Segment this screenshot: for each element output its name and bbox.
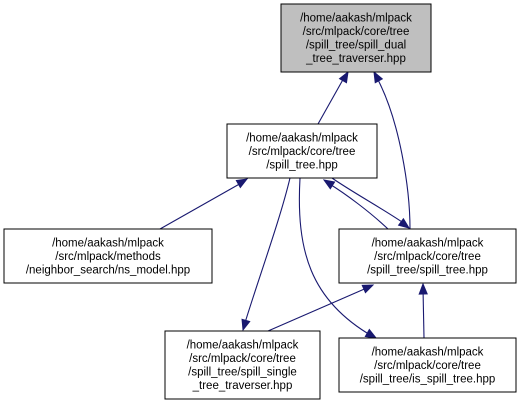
node-label-line: _tree_traverser.hpp: [192, 380, 293, 392]
node-spill_tree_spill_tree[interactable]: /home/aakash/mlpack/src/mlpack/core/tree…: [338, 228, 517, 284]
node-label-line: /src/mlpack/core/tree: [189, 353, 296, 365]
node-label-line: /src/mlpack/core/tree: [303, 26, 410, 38]
edge-line: [375, 75, 411, 230]
node-box: [338, 337, 517, 393]
edge-line: [298, 177, 373, 337]
arrowhead-icon: [397, 217, 411, 229]
edge-line: [331, 177, 406, 225]
node-box: [3, 228, 213, 284]
node-spill_tree_hpp[interactable]: /home/aakash/mlpack/src/mlpack/core/tree…: [226, 123, 378, 179]
arrowhead-icon: [373, 70, 384, 84]
node-box: [226, 123, 378, 179]
edge-line: [159, 181, 244, 230]
edge-line: [317, 75, 346, 125]
arrowhead-icon: [361, 284, 375, 294]
node-ns_model[interactable]: /home/aakash/mlpack/src/mlpack/methods/n…: [3, 228, 213, 284]
edge-spill_tree_spill_tree-to-spill_tree_hpp: [322, 179, 389, 230]
arrowhead-icon: [322, 179, 336, 190]
node-label-line: /src/mlpack/core/tree: [374, 360, 481, 372]
arrowhead-icon: [338, 70, 349, 84]
node-spill_dual_tree_traverser[interactable]: /home/aakash/mlpack/src/mlpack/core/tree…: [280, 3, 432, 73]
node-box: [280, 3, 432, 73]
edge-layer: [159, 70, 428, 339]
node-label-line: /spill_tree.hpp: [266, 159, 338, 171]
edge-spill_tree_hpp-to-spill_tree_spill_tree: [331, 177, 411, 229]
node-is_spill_tree[interactable]: /home/aakash/mlpack/src/mlpack/core/tree…: [338, 337, 517, 393]
arrowhead-icon: [364, 328, 378, 339]
node-label-line: /home/aakash/mlpack: [372, 237, 484, 249]
edge-ns_model-to-spill_tree_hpp: [159, 178, 249, 230]
edge-spill_tree_hpp-to-spill_dual_tree_traverser: [317, 70, 349, 125]
node-box: [164, 330, 321, 400]
node-label-line: /home/aakash/mlpack: [300, 13, 412, 25]
edge-spill_tree_hpp-to-spill_single_tree_traverser: [241, 177, 291, 332]
node-label-line: /home/aakash/mlpack: [52, 237, 164, 249]
node-label-line: _tree_traverser.hpp: [305, 53, 406, 65]
edge-is_spill_tree-to-spill_tree_spill_tree: [418, 282, 428, 339]
node-label-line: /home/aakash/mlpack: [187, 340, 299, 352]
node-label-line: /home/aakash/mlpack: [372, 346, 484, 358]
node-label-line: /src/mlpack/core/tree: [374, 251, 481, 263]
edge-line: [422, 287, 425, 339]
arrowhead-icon: [235, 178, 249, 189]
node-label-line: /spill_tree/is_spill_tree.hpp: [360, 373, 496, 385]
node-label-line: /spill_tree/spill_dual: [306, 40, 406, 52]
node-label-line: /spill_tree/spill_tree.hpp: [367, 264, 488, 276]
node-box: [338, 228, 517, 284]
edge-line: [267, 286, 370, 332]
node-label-line: /neighbor_search/ns_model.hpp: [26, 264, 190, 276]
node-layer: /home/aakash/mlpack/src/mlpack/core/tree…: [3, 3, 517, 400]
edge-line: [327, 182, 389, 230]
node-label-line: /src/mlpack/core/tree: [249, 146, 356, 158]
edge-line: [243, 177, 291, 327]
edge-spill_tree_spill_tree-to-spill_dual_tree_traverser: [373, 70, 411, 230]
node-label-line: /home/aakash/mlpack: [246, 132, 358, 144]
arrowhead-icon: [241, 318, 251, 332]
edge-spill_tree_hpp-to-is_spill_tree: [298, 177, 378, 339]
node-label-line: /src/mlpack/methods: [55, 251, 161, 263]
node-spill_single_tree_traverser[interactable]: /home/aakash/mlpack/src/mlpack/core/tree…: [164, 330, 321, 400]
arrowhead-icon: [418, 282, 428, 295]
edge-spill_single_tree_traverser-to-spill_tree_spill_tree: [267, 284, 375, 332]
node-label-line: /spill_tree/spill_single: [188, 367, 297, 379]
